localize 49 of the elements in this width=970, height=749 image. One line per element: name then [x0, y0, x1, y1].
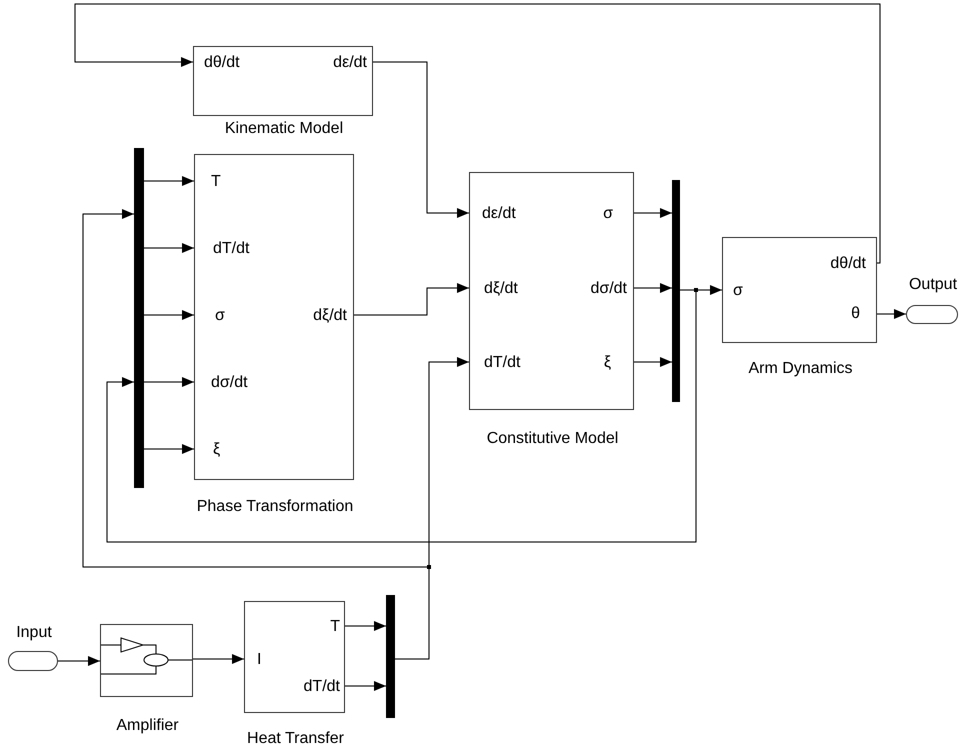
- port-label: dσ/dt: [211, 374, 248, 392]
- signal-arrow: [372, 62, 470, 218]
- port-label: dε/dt: [482, 205, 516, 223]
- port-label: dT/dt: [484, 354, 520, 372]
- signal-arrow: [106, 290, 696, 542]
- port-label: dε/dt: [333, 54, 367, 72]
- port-label: ξ: [604, 354, 611, 372]
- port-label: σ: [215, 307, 225, 325]
- block-name: Kinematic Model: [224, 120, 344, 138]
- signal-arrow: [74, 4, 880, 264]
- port-label: dθ/dt: [830, 255, 866, 273]
- bus-bar: [134, 148, 144, 488]
- port-label: σ: [603, 205, 613, 223]
- port-label: I: [257, 651, 262, 669]
- port-label: θ: [851, 305, 860, 323]
- block-name: Amplifier: [116, 717, 179, 735]
- signal-arrow: [82, 209, 430, 660]
- signal-arrow: [144, 444, 194, 454]
- signal-arrow: [876, 309, 906, 319]
- signal-arrow: [344, 621, 386, 631]
- signal-arrow: [634, 283, 672, 293]
- port-label: dξ/dt: [313, 307, 347, 325]
- port-label: dT/dt: [213, 240, 250, 258]
- port-name: Input: [16, 624, 52, 642]
- port-label: T: [330, 618, 340, 636]
- signal-arrow: [144, 310, 194, 320]
- signal-arrow: [354, 283, 470, 316]
- block-name: Phase Transformation: [196, 498, 354, 516]
- port-label: dθ/dt: [204, 54, 240, 72]
- bus-bar: [672, 180, 680, 402]
- signal-arrow: [144, 243, 194, 253]
- port-name: Output: [908, 276, 958, 294]
- block-name: Arm Dynamics: [748, 360, 852, 378]
- signal-arrow: [144, 176, 194, 186]
- signal-arrow: [344, 681, 386, 691]
- port-label: T: [211, 173, 221, 191]
- bus-bar: [386, 595, 395, 718]
- port-label: ξ: [213, 441, 220, 459]
- port-label: dT/dt: [304, 678, 340, 696]
- signal-arrow: [58, 656, 100, 666]
- port-label: dσ/dt: [590, 280, 627, 298]
- port-label: dξ/dt: [484, 280, 518, 298]
- block-name: Constitutive Model: [486, 430, 618, 448]
- signal-arrow: [634, 208, 672, 218]
- signal-arrow: [634, 357, 672, 367]
- block-name: Heat Transfer: [247, 730, 344, 748]
- port-label: σ: [733, 282, 743, 300]
- signal-arrow: [144, 377, 194, 387]
- signal-arrow: [192, 654, 244, 664]
